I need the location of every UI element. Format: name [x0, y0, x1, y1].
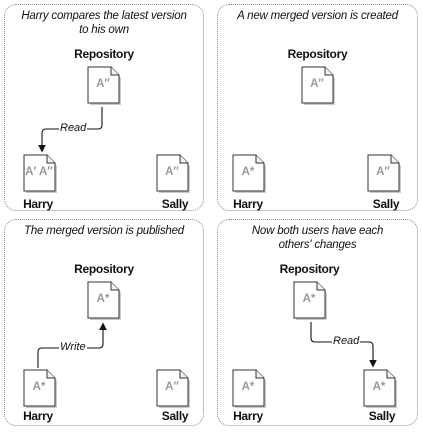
sally-label: Sally	[372, 197, 400, 211]
harry-label: Harry	[233, 409, 263, 423]
document-version: A*	[241, 381, 255, 393]
document-version: A*	[32, 381, 46, 393]
action-label: Write	[59, 341, 87, 353]
harry-label: Harry	[233, 197, 263, 211]
sally-label: Sally	[161, 197, 189, 211]
caption-line: to his own	[79, 24, 129, 36]
caption-line: The merged version is published	[24, 225, 184, 237]
repository-document-icon: A*	[293, 280, 331, 322]
caption-line: Now both users have each	[251, 225, 384, 237]
caption-line: others' changes	[278, 239, 357, 251]
repository-document-icon: A*	[87, 280, 125, 322]
repository-document-icon: A″	[301, 65, 339, 107]
sally-document-icon: A″	[156, 368, 194, 410]
panel-both-have-changes: Now both users have each others' changes…	[217, 219, 418, 426]
caption-line: Harry compares the latest version	[21, 10, 187, 22]
panel-caption: Now both users have each others' changes	[224, 224, 411, 252]
harry-document-icon: A′ A″	[23, 153, 61, 195]
sally-document-icon: A″	[156, 153, 194, 195]
document-version: A″	[376, 166, 390, 178]
document-version: A*	[241, 166, 255, 178]
panel-harry-compares: Harry compares the latest version to his…	[4, 4, 204, 211]
document-version: A″	[310, 78, 324, 90]
repository-label: Repository	[279, 262, 340, 276]
panel-caption: The merged version is published	[11, 224, 197, 238]
harry-document-icon: A*	[232, 153, 270, 195]
document-version: A*	[372, 381, 386, 393]
repository-document-icon: A″	[87, 65, 125, 107]
action-label: Read	[332, 335, 361, 347]
repository-label: Repository	[287, 47, 348, 61]
harry-label: Harry	[23, 197, 53, 211]
sally-label: Sally	[368, 409, 396, 423]
panel-merged-created: A new merged version is created Reposito…	[217, 4, 418, 211]
harry-document-icon: A*	[232, 368, 270, 410]
sally-document-icon: A″	[367, 153, 405, 195]
document-version: A″	[96, 78, 110, 90]
panel-caption: A new merged version is created	[224, 9, 411, 23]
repository-label: Repository	[74, 262, 134, 276]
document-version: A*	[302, 293, 316, 305]
document-version: A′ A″	[25, 166, 53, 178]
panel-caption: Harry compares the latest version to his…	[11, 9, 197, 37]
harry-document-icon: A*	[23, 368, 61, 410]
sally-label: Sally	[161, 409, 189, 423]
action-label: Read	[59, 122, 88, 134]
panel-merged-published: The merged version is published Reposito…	[4, 219, 204, 426]
document-version: A*	[96, 293, 110, 305]
document-version: A″	[165, 381, 179, 393]
document-version: A″	[165, 166, 179, 178]
sally-document-icon: A*	[363, 368, 401, 410]
harry-label: Harry	[23, 409, 53, 423]
caption-line: A new merged version is created	[237, 10, 398, 22]
repository-label: Repository	[74, 47, 134, 61]
